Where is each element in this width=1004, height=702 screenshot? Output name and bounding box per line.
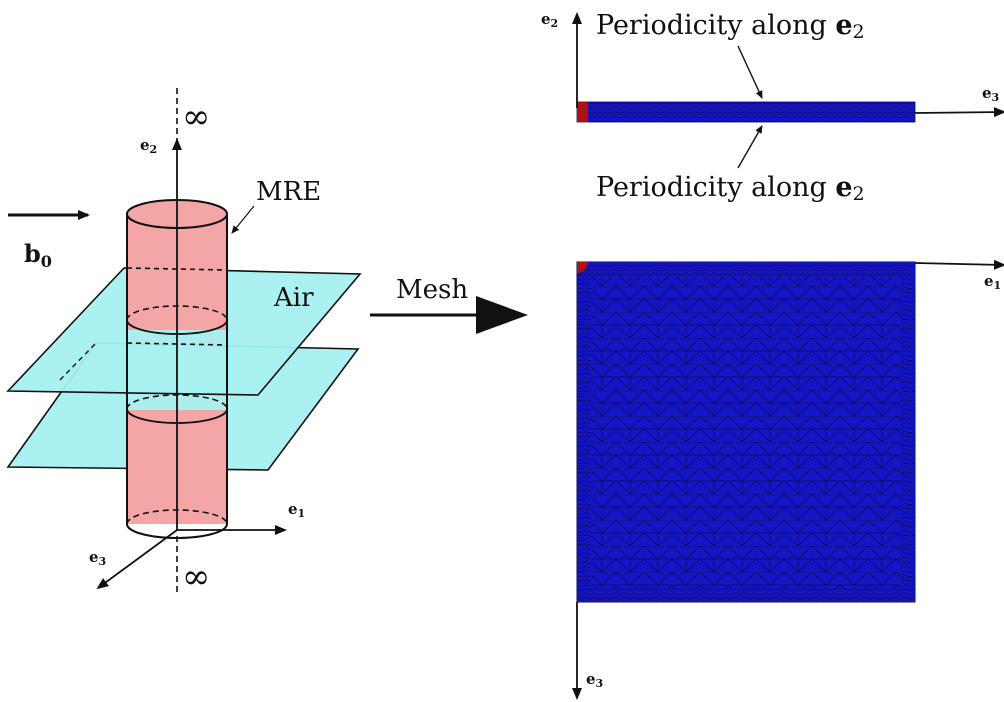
- periodicity-top-pointer: [737, 45, 763, 99]
- mesh-transition: Mesh: [370, 275, 528, 334]
- e3-right-bottom-label: e3: [586, 670, 603, 690]
- mre-label: MRE: [256, 177, 321, 207]
- e1-right-label: e1: [984, 272, 1001, 292]
- infinity-top-label: ∞: [182, 97, 210, 137]
- mre-pointer: [231, 205, 255, 234]
- periodicity-bottom-label: Periodicity along e2: [596, 172, 865, 205]
- strip-mesh: [576, 101, 916, 123]
- air-label: Air: [273, 283, 314, 313]
- e2-left-label: e2: [140, 136, 157, 156]
- square-mesh-view: e1 e3: [572, 259, 1004, 700]
- infinity-bottom-label: ∞: [182, 557, 210, 597]
- schematic-3d: ∞ ∞ e2 e1 e3 MRE Air b0: [6, 88, 362, 597]
- mesh-label: Mesh: [396, 275, 468, 305]
- strip-mre-region: [577, 102, 588, 122]
- square-mesh: [576, 261, 916, 603]
- e1-right-axis: [914, 259, 1004, 270]
- e2-right-label: e2: [541, 10, 558, 30]
- e3-right-top-axis: [914, 107, 1004, 118]
- strip-mesh-view: e2 e3 Periodicity along e2 Periodicity a…: [541, 10, 1004, 205]
- periodicity-bottom-pointer: [737, 125, 763, 169]
- mesh-arrow-head: [476, 296, 528, 334]
- e3-axis-arrow: [96, 529, 178, 590]
- e3-right-top-label: e3: [982, 84, 999, 104]
- periodicity-top-label: Periodicity along e2: [596, 10, 865, 43]
- e1-left-label: e1: [288, 500, 305, 520]
- e3-left-label: e3: [89, 548, 106, 568]
- b0-label: b0: [24, 239, 52, 271]
- square-mre-region: [577, 262, 588, 273]
- air-plane-upper: [6, 267, 362, 396]
